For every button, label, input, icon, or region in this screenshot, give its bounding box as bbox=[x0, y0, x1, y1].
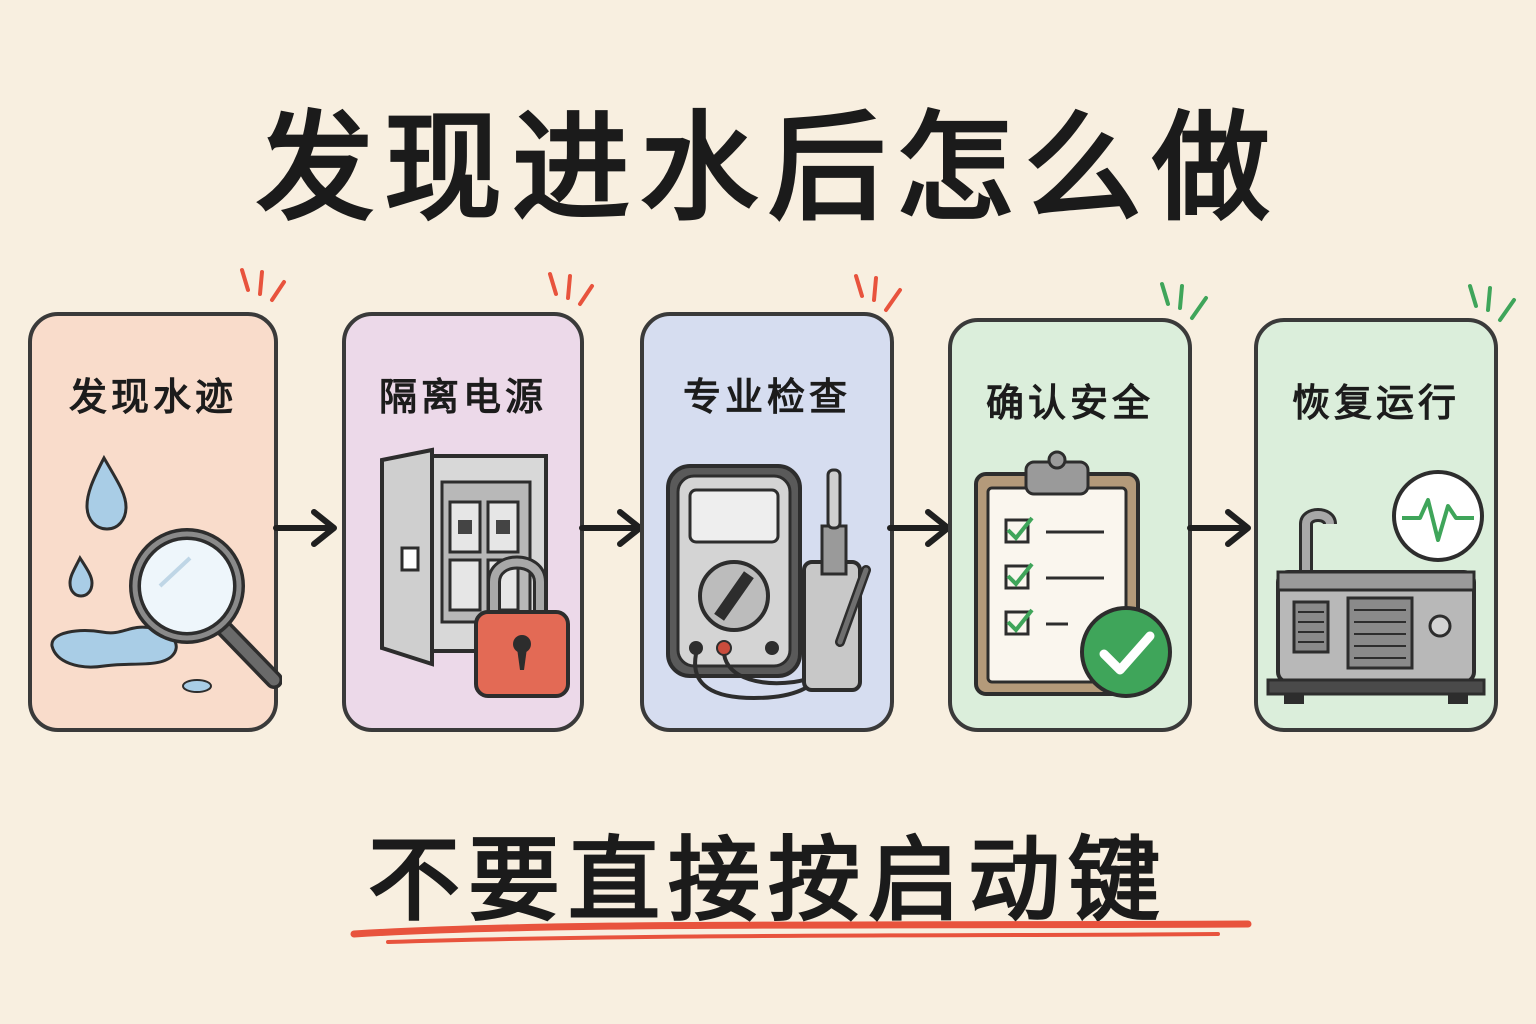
step-card-isolate-power: 隔离电源 bbox=[342, 312, 584, 732]
warning-spark-marks bbox=[240, 268, 286, 302]
warning-spark-marks bbox=[548, 272, 594, 306]
arrow-right-icon bbox=[1187, 509, 1251, 547]
step-label: 专业检查 bbox=[682, 375, 851, 419]
checklist-clipboard-icon bbox=[974, 450, 1172, 698]
breaker-panel-padlock-icon bbox=[380, 447, 570, 698]
step-card-resume-operation: 恢复运行 bbox=[1254, 318, 1498, 732]
generator-pulse-icon bbox=[1266, 470, 1486, 704]
multimeter-probe-icon bbox=[666, 464, 871, 701]
step-card-professional-check: 专业检查 bbox=[640, 312, 894, 732]
warning-spark-marks bbox=[854, 274, 902, 312]
step-card-confirm-safety: 确认安全 bbox=[948, 318, 1192, 732]
step-label: 发现水迹 bbox=[68, 375, 237, 419]
page-title: 发现进水后怎么做 bbox=[255, 99, 1280, 237]
arrow-right-icon bbox=[273, 509, 337, 547]
subtitle-underline bbox=[350, 920, 1252, 944]
arrow-right-icon bbox=[887, 509, 951, 547]
step-card-find-water: 发现水迹 bbox=[28, 312, 282, 732]
ok-spark-marks bbox=[1160, 282, 1208, 320]
ok-spark-marks bbox=[1468, 284, 1516, 322]
step-label: 恢复运行 bbox=[1291, 381, 1460, 425]
arrow-right-icon bbox=[579, 509, 643, 547]
step-label: 确认安全 bbox=[985, 381, 1154, 425]
step-label: 隔离电源 bbox=[378, 375, 547, 419]
water-drops-magnifier-icon bbox=[50, 454, 282, 693]
warning-subtitle: 不要直接按启动键 bbox=[367, 827, 1168, 934]
